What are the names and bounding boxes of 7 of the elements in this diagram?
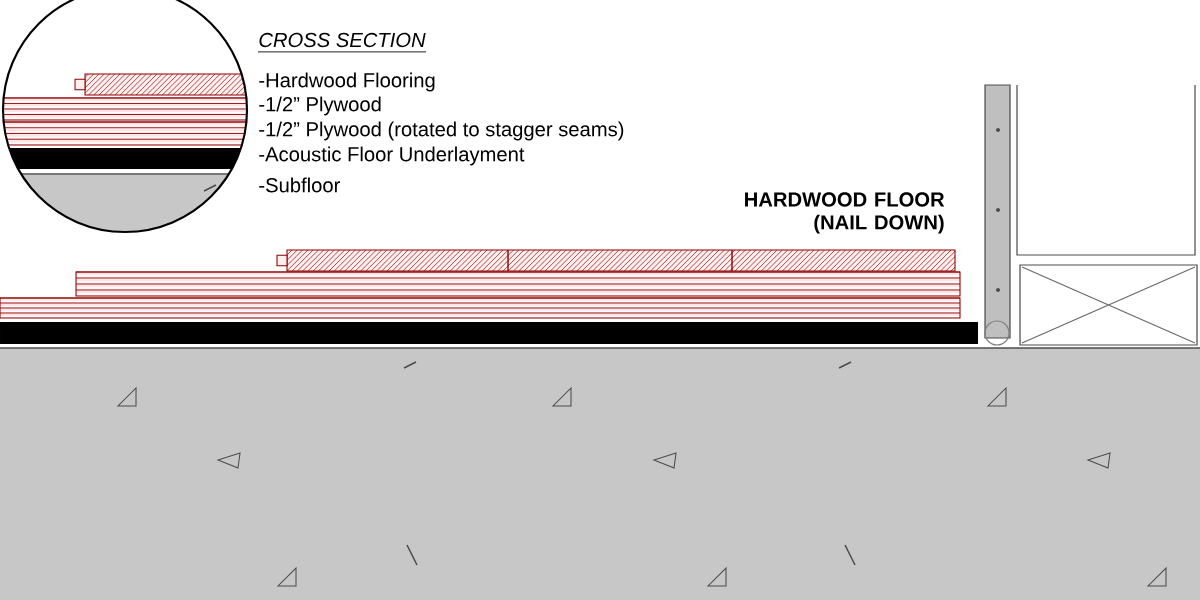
layer-label: -1/2” Plywood (rotated to stagger seams) <box>259 121 624 141</box>
section-heading: CROSS SECTION <box>257 32 427 53</box>
layer-label: -Subfloor <box>259 177 340 193</box>
floor-type-label: HARDWOOD FLOOR (NAIL DOWN) <box>745 192 945 234</box>
layer-label: -1/2” Plywood <box>259 96 381 116</box>
layer-label: -Acoustic Floor Underlayment <box>259 146 525 166</box>
layer-label: -Hardwood Flooring <box>259 72 435 92</box>
